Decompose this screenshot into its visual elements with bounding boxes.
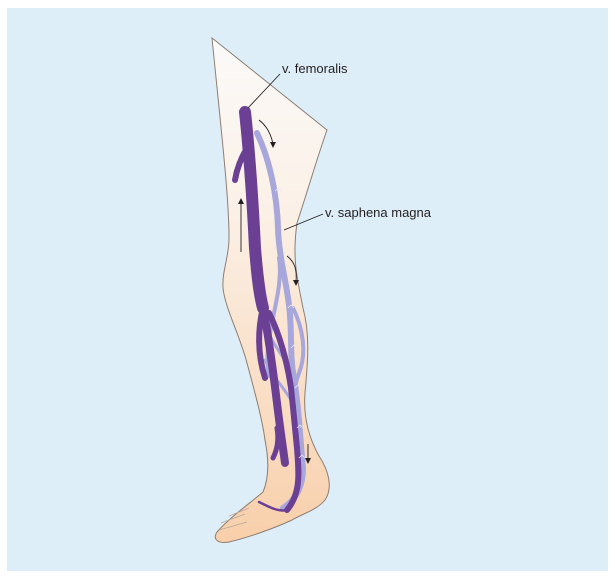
leg-venous-system-illustration [7, 8, 608, 571]
diagram-panel: v. femoralis v. saphena magna [7, 8, 608, 571]
great-saphenous-vein-label: v. saphena magna [325, 206, 431, 219]
leg-silhouette [212, 38, 329, 543]
femoral-vein-label: v. femoralis [282, 62, 348, 75]
